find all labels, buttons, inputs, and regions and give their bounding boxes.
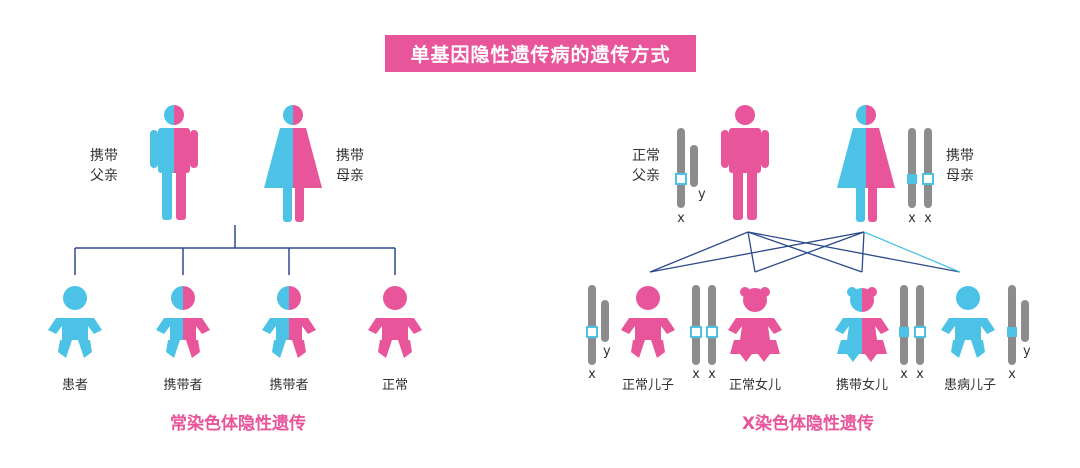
autosomal-mother-label-1: 携带 [336,148,364,164]
xlinked-mother-label-1: 携带 [946,148,974,164]
autosomal-mother-icon [264,105,322,222]
xlinked-child-1-x-letter: x [588,367,596,382]
xlinked-cross-lines [649,231,961,273]
xlinked-father-icon [721,105,769,220]
xlinked-child-3-label: 携带女儿 [836,377,888,393]
xlinked-affected-line [863,231,961,273]
autosomal-child-4-icon [368,286,422,358]
xlinked-father-label-2: 父亲 [632,168,660,184]
xlinked-father-label-1: 正常 [632,148,660,164]
xlinked-mother-label-2: 母亲 [946,168,974,184]
xlinked-father-y-letter: y [698,187,706,202]
xlinked-child-1-label: 正常儿子 [622,378,674,393]
autosomal-child-1-icon [48,286,102,358]
xlinked-child-4-icon [941,286,995,358]
autosomal-connector-lines [74,225,396,275]
xlinked-child-2-chromosomes [690,285,718,365]
autosomal-child-1-label: 患者 [62,378,88,393]
xlinked-child-3-chromosomes [899,285,926,365]
xlinked-child-3-x-letter-2: x [916,367,924,382]
xlinked-child-2-x-letter-2: x [708,367,716,382]
autosomal-father-label-2: 父亲 [90,168,118,184]
xlinked-child-3-icon [835,287,889,362]
xlinked-mother-x-letter-2: x [924,211,932,226]
xlinked-child-3-x-letter-1: x [900,367,908,382]
autosomal-mother-label-2: 母亲 [336,168,364,184]
autosomal-father-label-1: 携带 [90,148,118,164]
xlinked-child-1-chromosomes [586,285,609,365]
xlinked-child-1-icon [621,286,675,358]
xlinked-child-2-icon [728,287,782,362]
autosomal-child-4-label: 正常 [382,378,408,393]
autosomal-child-3-label: 携带者 [269,377,308,393]
xlinked-child-2-x-letter-1: x [692,367,700,382]
autosomal-child-2-label: 携带者 [163,377,202,393]
xlinked-child-2-label: 正常女儿 [729,377,781,393]
page-title: 单基因隐性遗传病的遗传方式 [385,35,696,72]
autosomal-child-2-icon [156,286,210,358]
xlinked-mother-icon [837,105,895,222]
autosomal-father-icon [150,105,198,220]
xlinked-child-4-chromosomes [1007,285,1029,365]
xlinked-child-4-x-letter: x [1008,367,1016,382]
xlinked-child-4-y-letter: y [1023,344,1031,359]
xlinked-father-x-letter: x [677,211,685,226]
xlinked-mother-chromosomes [907,128,934,208]
xlinked-mother-x-letter-1: x [908,211,916,226]
autosomal-child-3-icon [262,286,316,358]
xlinked-child-4-label: 患病儿子 [944,378,996,393]
xlinked-child-1-y-letter: y [603,344,611,359]
autosomal-section-title: 常染色体隐性遗传 [170,413,306,434]
xlinked-section-title: X染色体隐性遗传 [742,413,874,434]
xlinked-father-chromosomes [675,128,698,208]
